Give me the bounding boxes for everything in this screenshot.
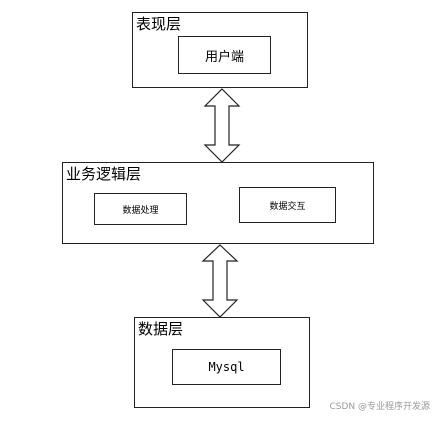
presentation-layer-title: 表现层: [136, 15, 182, 33]
presentation-layer: 表现层 用户端: [132, 12, 308, 88]
data-layer: 数据层 Mysql: [134, 317, 310, 408]
client-module-label: 用户端: [204, 49, 244, 65]
watermark: CSDN @专业程序开发源: [329, 402, 430, 412]
double-arrow-business-data: [201, 244, 239, 318]
data-exchange-module-label: 数据交互: [269, 201, 306, 212]
data-processing-module-label: 数据处理: [122, 205, 159, 216]
database-module-label: Mysql: [208, 360, 245, 374]
data-processing-module: 数据处理: [94, 193, 187, 225]
business-logic-layer-title: 业务逻辑层: [66, 165, 142, 183]
business-logic-layer: 业务逻辑层 数据处理 数据交互: [62, 162, 374, 244]
database-module: Mysql: [172, 349, 281, 385]
data-layer-title: 数据层: [138, 320, 184, 338]
double-arrow-presentation-business: [203, 88, 241, 163]
client-module: 用户端: [178, 36, 271, 74]
data-exchange-module: 数据交互: [239, 187, 336, 223]
